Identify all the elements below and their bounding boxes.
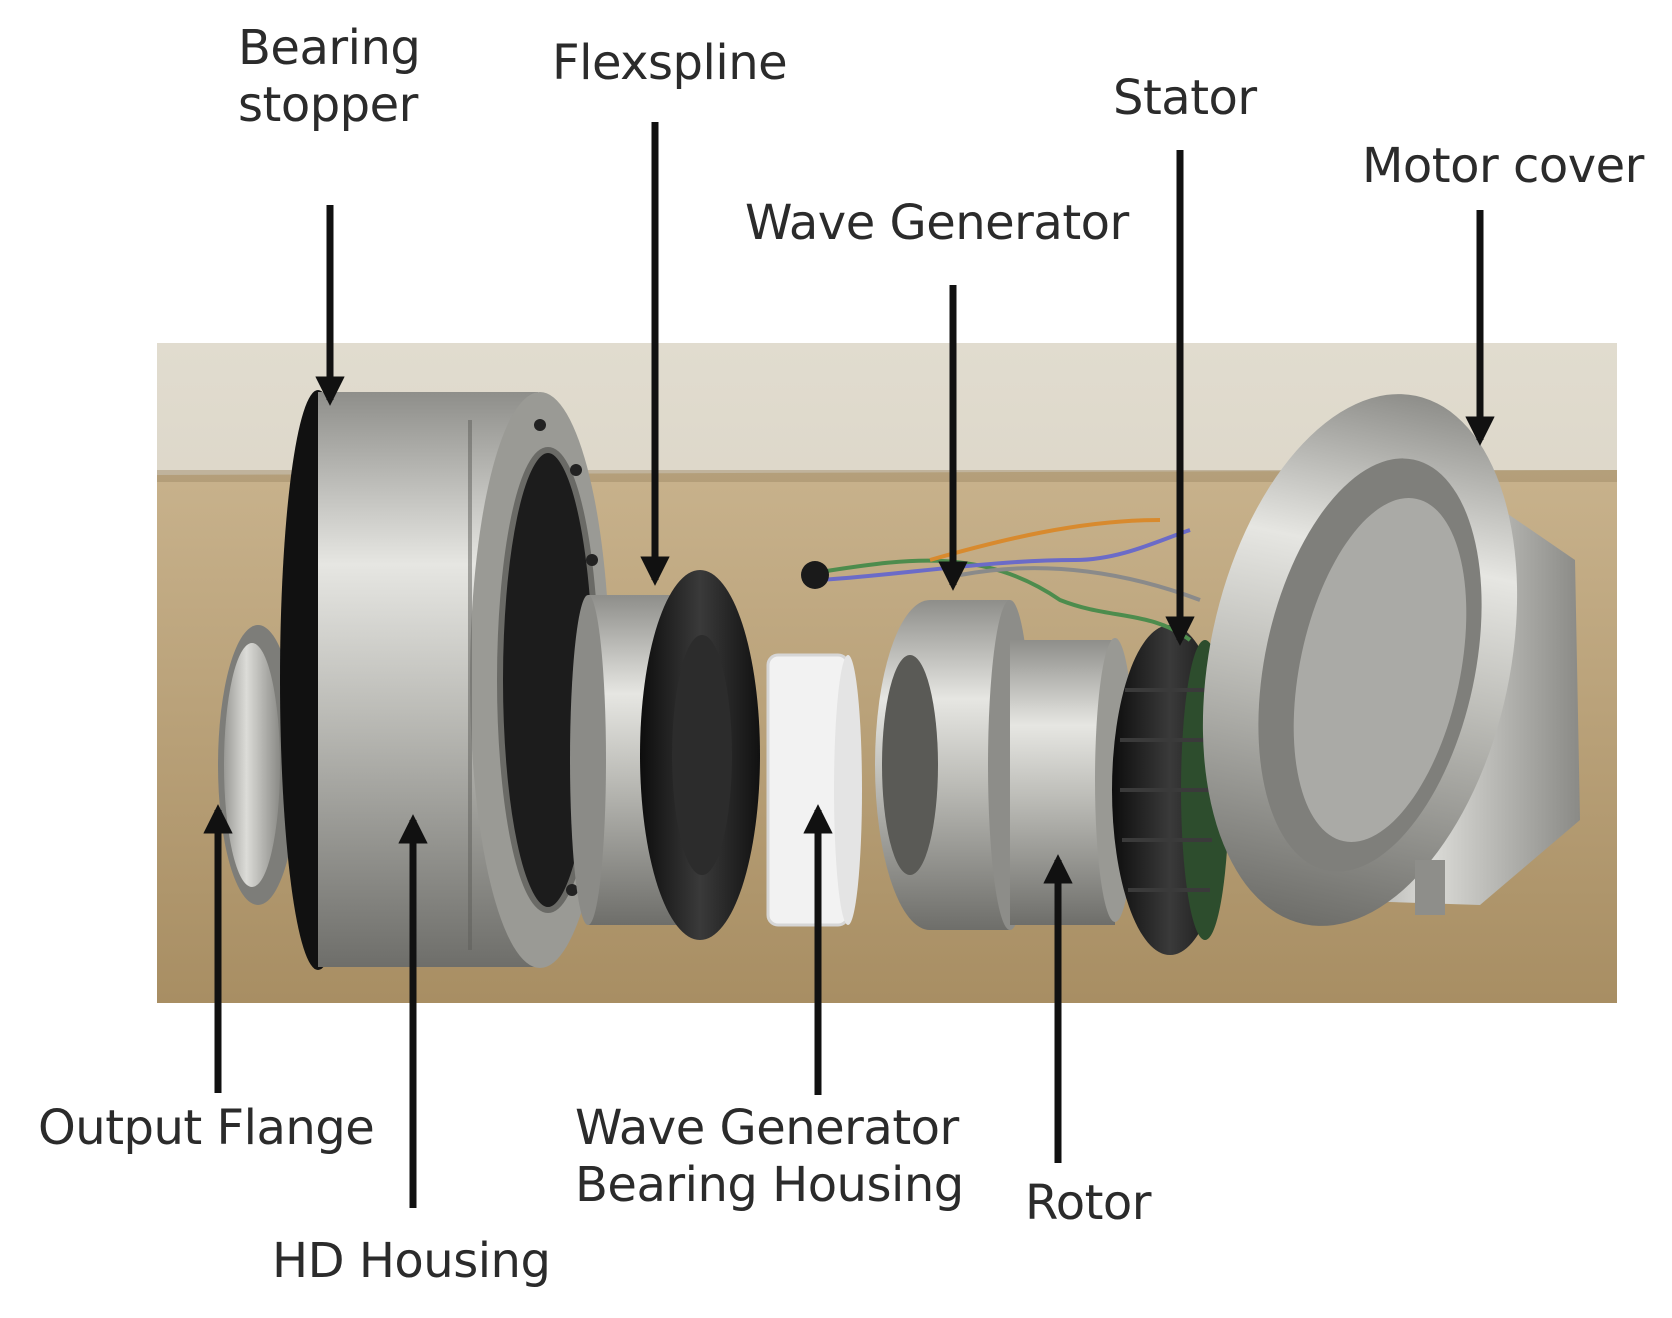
wave-generator-bearing-housing-part (766, 653, 862, 927)
label-hd-housing: HD Housing (272, 1233, 551, 1289)
label-bearing-stopper: Bearing stopper (238, 20, 421, 133)
photo (157, 343, 1617, 1003)
wave-generator-part (875, 600, 1032, 930)
label-flexspline: Flexspline (552, 35, 788, 91)
output-flange-part (218, 625, 298, 905)
label-wg-bearing-housing: Wave Generator Bearing Housing (575, 1100, 964, 1213)
wire-connector (801, 561, 829, 589)
callout-arrows (203, 122, 1495, 1208)
label-stator: Stator (1113, 70, 1257, 126)
label-motor-cover: Motor cover (1362, 138, 1644, 194)
flexspline-part (570, 570, 760, 940)
motor-cover-part (1202, 394, 1580, 926)
stator-part (1112, 625, 1229, 955)
motor-wires (801, 518, 1201, 642)
label-wave-generator: Wave Generator (745, 195, 1129, 251)
label-output-flange: Output Flange (38, 1100, 375, 1156)
label-rotor: Rotor (1025, 1175, 1151, 1231)
hd-housing-part (318, 392, 610, 968)
